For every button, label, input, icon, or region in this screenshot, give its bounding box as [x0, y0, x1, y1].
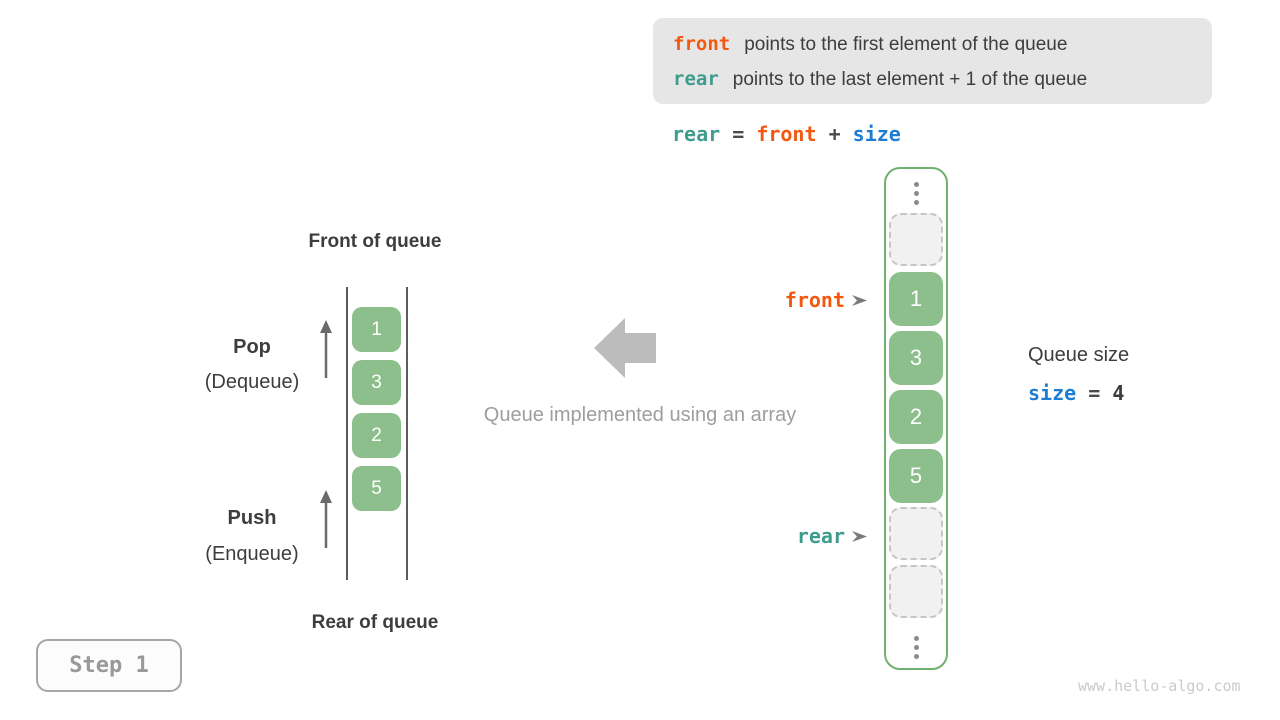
front-of-queue-label: Front of queue — [308, 231, 442, 252]
step-badge: Step 1 — [36, 639, 182, 692]
queue-cell: 5 — [352, 466, 401, 511]
queue-wall-left — [346, 287, 348, 580]
formula-equals: = — [732, 122, 745, 146]
rear-of-queue-label: Rear of queue — [311, 612, 439, 633]
array-cell-empty — [889, 213, 943, 266]
front-pointer-arrow-icon — [852, 295, 867, 306]
ellipsis-top-icon — [913, 180, 919, 207]
size-value: 4 — [1112, 381, 1125, 405]
rear-pointer-arrow-icon — [852, 531, 867, 542]
front-code-token: front — [673, 32, 731, 55]
ellipsis-bottom-icon — [913, 634, 919, 661]
rear-code-token: rear — [673, 68, 719, 91]
size-code-token: size — [1028, 381, 1077, 405]
arrow-left-icon — [594, 318, 656, 378]
queue-cell: 2 — [352, 413, 401, 458]
rear-formula: rear = front + size — [672, 122, 901, 146]
array-cell: 1 — [889, 272, 943, 326]
enqueue-label: (Enqueue) — [205, 543, 299, 565]
pop-label: Pop — [233, 336, 271, 358]
watermark: www.hello-algo.com — [1078, 677, 1241, 695]
array-cell: 2 — [889, 390, 943, 444]
queue-wall-right — [406, 287, 408, 580]
queue-size-title: Queue size — [1028, 344, 1130, 366]
front-info-text: points to the first element of the queue — [744, 33, 1068, 55]
rear-info-text: points to the last element + 1 of the qu… — [732, 69, 1088, 91]
formula-front-token: front — [756, 122, 817, 146]
queue-cell: 1 — [352, 307, 401, 352]
push-arrow-up-icon — [320, 490, 332, 548]
pop-arrow-up-icon — [320, 320, 332, 378]
push-label: Push — [227, 507, 277, 529]
diagram-caption: Queue implemented using an array — [483, 404, 797, 426]
size-equals: = — [1088, 381, 1101, 405]
queue-size-value-line: size = 4 — [1028, 381, 1124, 405]
pointer-info-box: front points to the first element of the… — [653, 18, 1212, 104]
formula-rear-token: rear — [672, 122, 721, 146]
rear-info-line: rear points to the last element + 1 of t… — [673, 68, 1192, 100]
array-cell-empty — [889, 565, 943, 618]
queue-cell: 3 — [352, 360, 401, 405]
front-info-line: front points to the first element of the… — [673, 33, 1192, 65]
formula-size-token: size — [852, 122, 901, 146]
array-cell: 5 — [889, 449, 943, 503]
front-pointer-label: front — [784, 288, 845, 312]
dequeue-label: (Dequeue) — [204, 371, 300, 393]
array-cell-empty — [889, 507, 943, 560]
formula-plus: + — [828, 122, 841, 146]
rear-pointer-label: rear — [796, 524, 845, 548]
array-cell: 3 — [889, 331, 943, 385]
